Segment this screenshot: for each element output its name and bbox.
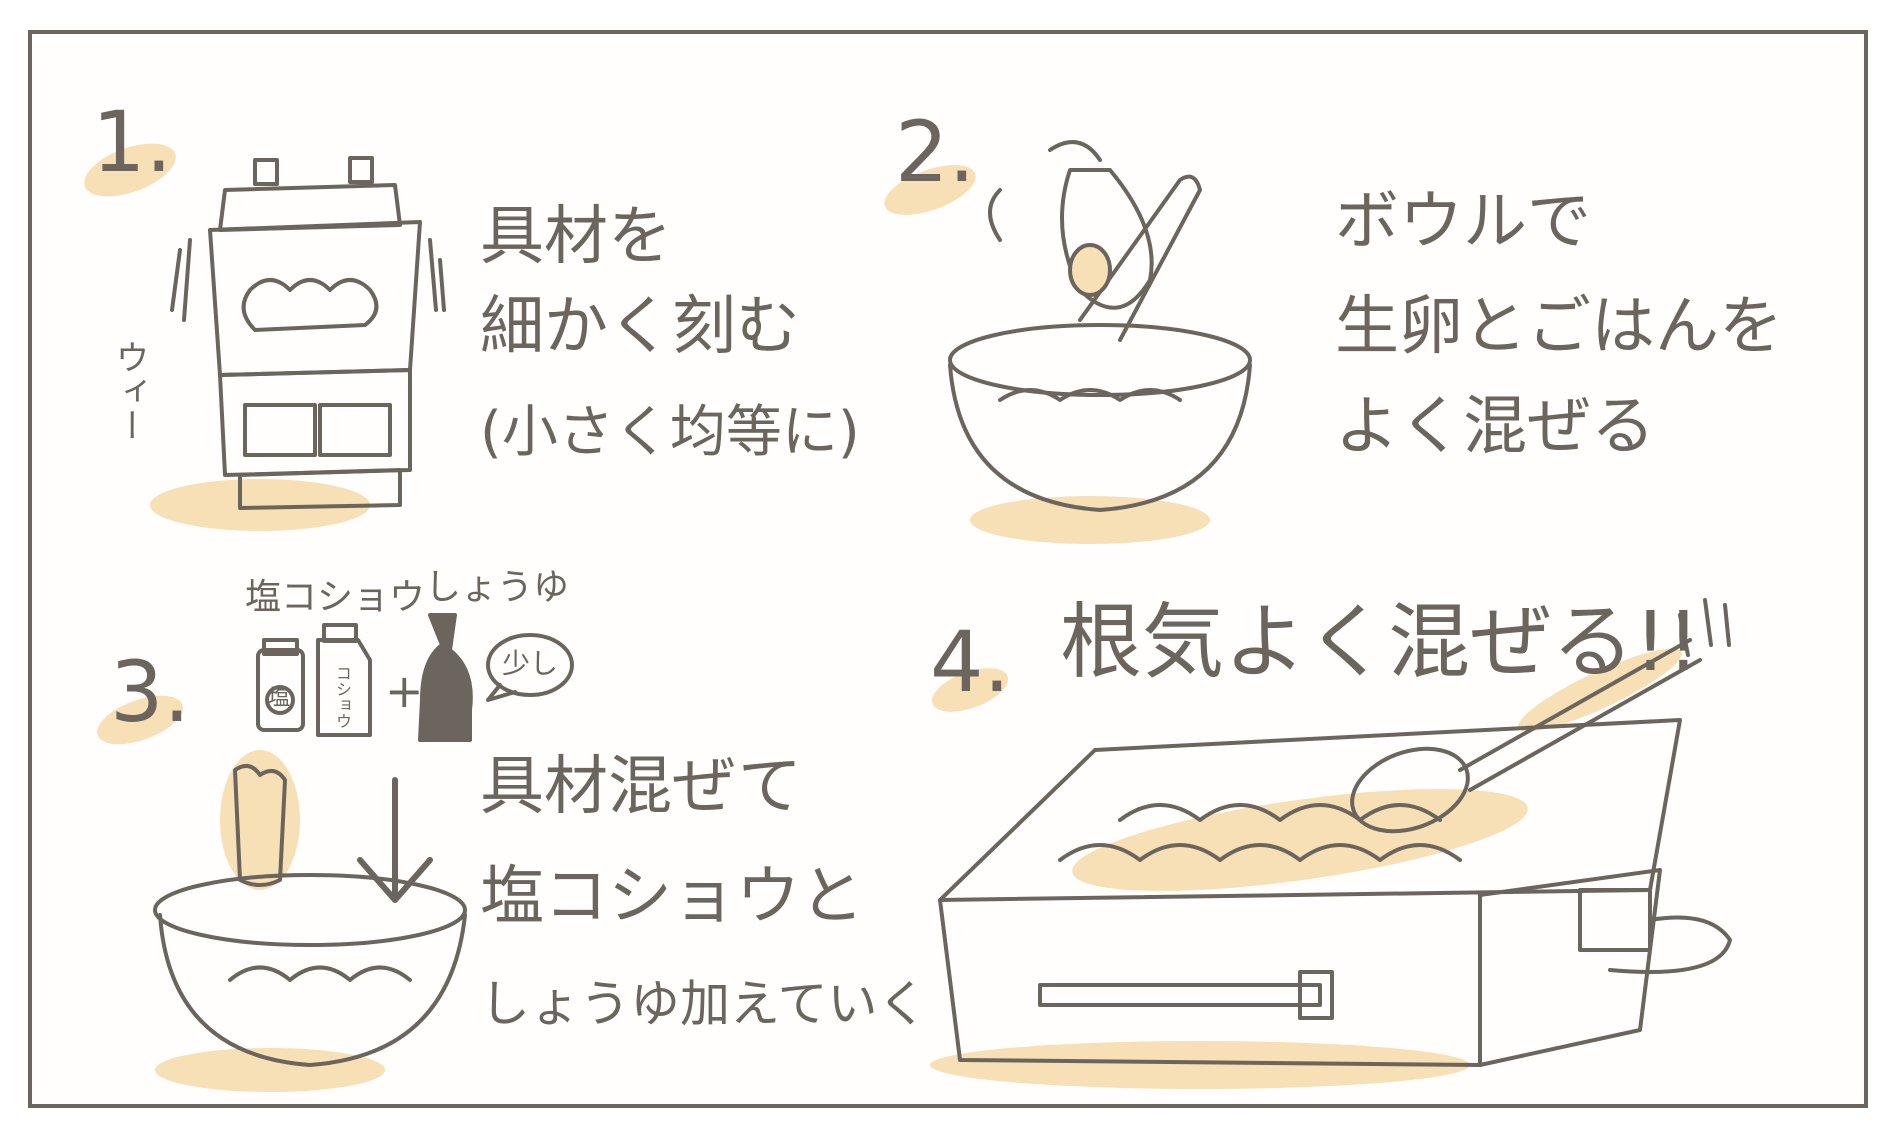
accent-blob-step1-number [84, 143, 176, 197]
bowl-egg-spoon-icon [948, 140, 1252, 512]
speech-bubble-icon [486, 633, 574, 702]
salt-pepper-label: 塩コショウ [245, 577, 426, 618]
comic-panel-frame [28, 30, 1868, 1108]
step-3-line-2: 塩コショウと [480, 860, 864, 934]
plus-sign: + [385, 664, 424, 718]
step-2-line-2: 生卵とごはんを [1335, 290, 1783, 364]
step-1-line-1: 具材を [480, 200, 672, 274]
accent-blob-griddle-base [930, 1041, 1470, 1089]
accent-blob-bowl3-base [155, 1048, 385, 1092]
accent-blob-step4-number [931, 668, 1009, 712]
pepper-jar-label: コショウ [333, 665, 352, 729]
step-2-line-1: ボウルで [1335, 185, 1591, 259]
step-number: 3. [110, 643, 191, 741]
accent-blob-ingredients [220, 750, 300, 890]
soy-sauce-label: しょうゆ [425, 567, 570, 608]
step-3-line-3: しょうゆ加えていく [480, 975, 928, 1033]
step-4-line-1: 根気よく混ぜる!! [1060, 595, 1700, 690]
accent-blob-bowl2-base [970, 496, 1210, 544]
salt-jar-label: 塩 [268, 686, 291, 711]
accent-blob-step3-number [97, 695, 183, 745]
step-number: 2. [895, 103, 976, 201]
seasoning-jars-icon [256, 623, 372, 737]
hot-plate-griddle-icon [938, 718, 1732, 1067]
sound-effect-label: ウィー [109, 340, 149, 442]
soy-sauce-bottle-icon [418, 613, 473, 742]
accent-blob-step2-number [884, 165, 976, 215]
step-3-line-1: 具材混ぜて [480, 750, 802, 824]
accent-blob-processor-base [150, 479, 370, 531]
food-processor-icon [170, 156, 446, 510]
step-number: 1. [92, 93, 173, 191]
step-number: 4. [930, 613, 1011, 711]
mixing-bowl-icon [153, 764, 467, 1067]
accent-blob-griddle-food [1072, 789, 1528, 891]
step-1-line-2: 細かく刻む [480, 290, 800, 364]
step-2-line-3: よく混ぜる [1335, 390, 1655, 464]
spatula-icon [1350, 598, 1731, 834]
a-little-label: 少し [502, 647, 559, 680]
step-1-line-3: (小さく均等に) [480, 400, 860, 465]
